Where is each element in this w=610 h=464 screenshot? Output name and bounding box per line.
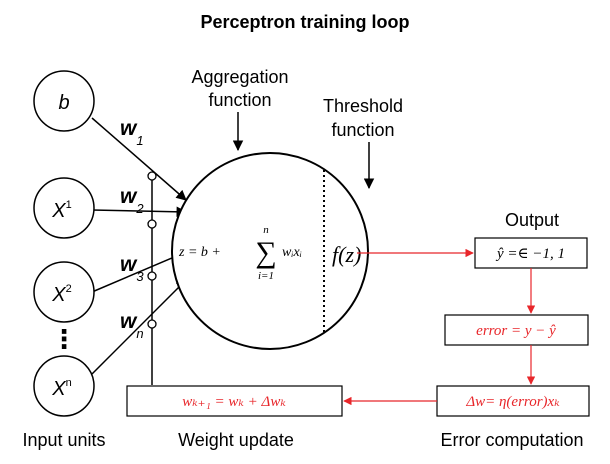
aggregation-sum-upper: n [263, 224, 269, 236]
update-box-formula: wₖ₊₁ = wₖ + Δwₖ [182, 394, 286, 410]
weight-update-label: Weight update [178, 430, 294, 450]
edge-x2 [91, 250, 187, 293]
threshold-label-line2: function [331, 120, 394, 140]
edge-bias [91, 117, 187, 201]
input-label-bias: b [58, 92, 69, 114]
input-node-xn [33, 355, 95, 417]
input-node-bias [33, 70, 95, 132]
junction-w2 [147, 219, 157, 229]
diagram-title: Perceptron training loop [200, 12, 409, 32]
junction-w3 [147, 271, 157, 281]
delta-box-formula: Δw= η(error)xₖ [465, 394, 560, 410]
junction-w1 [147, 171, 157, 181]
aggregation-formula-prefix: z = b + [178, 245, 221, 260]
error-computation-label: Error computation [440, 430, 583, 450]
output-box-formula: ŷ =∈ −1, 1 [495, 246, 565, 262]
output-label: Output [505, 210, 559, 230]
input-node-x2 [33, 261, 95, 323]
input-node-x1 [33, 177, 95, 239]
neuron-circle [171, 152, 369, 350]
weight-label-w1: w1 [120, 117, 144, 148]
input-label-x2: X2 [51, 283, 71, 306]
junction-wn [147, 319, 157, 329]
weight-label-w3: w3 [120, 253, 144, 284]
input-label-xn: Xn [51, 377, 71, 400]
inputs-ellipsis: ⋮ [51, 324, 77, 354]
update-box [126, 385, 343, 417]
edge-xn [91, 279, 187, 375]
edge-x1 [91, 206, 188, 218]
input-label-x1: X1 [51, 199, 71, 222]
aggregation-sum-symbol: ∑ [255, 236, 276, 269]
aggregation-sum-lower: i=1 [258, 270, 274, 282]
output-box [474, 237, 588, 269]
aggregation-label-line2: function [208, 90, 271, 110]
aggregation-formula-term: wᵢxᵢ [282, 245, 302, 260]
error-box [444, 314, 589, 346]
activation-formula: f(z) [332, 242, 361, 267]
weight-label-wn: wn [120, 310, 144, 341]
threshold-label-line1: Threshold [323, 96, 403, 116]
error-box-formula: error = y − ŷ [476, 323, 556, 339]
input-units-label: Input units [22, 430, 105, 450]
weight-label-w2: w2 [120, 185, 144, 216]
aggregation-label-line1: Aggregation [191, 67, 288, 87]
